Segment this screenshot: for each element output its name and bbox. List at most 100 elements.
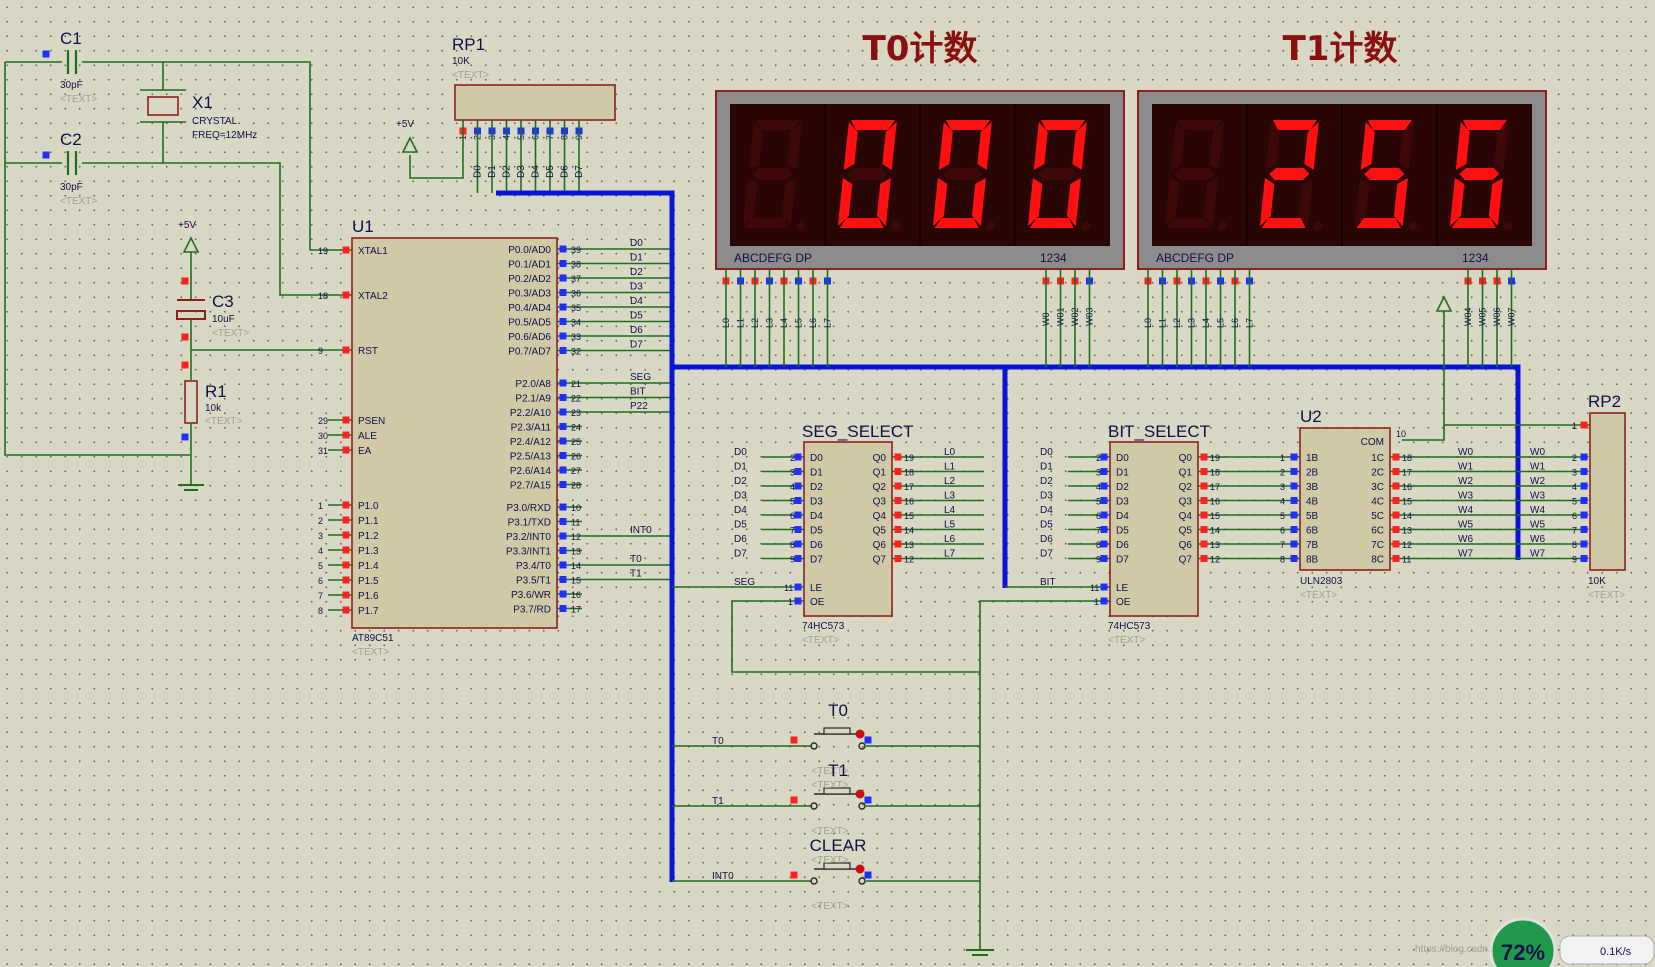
latch-in-net: D5 [1040, 520, 1053, 531]
u1-pin-label: P1.3 [358, 546, 379, 557]
title-t1-count: T1计数 [1283, 29, 1398, 69]
u1-pin-label: P3.7/RD [513, 605, 551, 616]
u1-pin-number: 30 [318, 431, 328, 441]
latch-out-pin [1200, 482, 1208, 490]
segment-e [1027, 178, 1043, 226]
latch-out-net: L7 [944, 549, 956, 560]
latch-in-pin-number: 8 [1096, 540, 1101, 550]
pushbutton-t1-pin-a [790, 796, 798, 804]
rp1-value: 10K [452, 56, 470, 67]
segment-e [1449, 178, 1465, 226]
bit-select-latch-part: 74HC573 [1108, 621, 1151, 632]
display-digit-net: W03 [1085, 307, 1095, 326]
u1-pin-label: P1.1 [358, 516, 379, 527]
rp2-name: RP2 [1588, 392, 1621, 411]
latch-oe-label: OE [1116, 597, 1131, 608]
u2-in-pin-number: 8 [1280, 555, 1285, 565]
pushbutton-clear-cap[interactable] [823, 862, 851, 870]
u1-pin-marker [342, 501, 350, 509]
c2-text-placeholder: <TEXT> [60, 196, 97, 207]
c2-value: 30pF [60, 182, 83, 193]
speed-badge-circle[interactable] [1489, 917, 1557, 967]
u1-at89c51-body[interactable] [351, 237, 558, 629]
r1-body[interactable] [184, 380, 198, 424]
net-label-t1: T1 [630, 569, 642, 580]
latch-in-label: D4 [810, 511, 823, 522]
u1-pin-marker [559, 561, 567, 569]
pushbutton-clear-text-placeholder: <TEXT> [811, 901, 848, 912]
x1-crystal-body[interactable] [147, 96, 179, 116]
latch-in-label: D0 [1116, 453, 1129, 464]
segment-c [876, 178, 891, 226]
u2-uln2803-body[interactable] [1299, 427, 1391, 571]
u1-pin-label: P3.4/T0 [516, 561, 551, 572]
latch-in-label: D1 [810, 468, 823, 479]
wire-rp1-vcc [409, 120, 464, 179]
u1-pin-marker [559, 503, 567, 511]
rp1-text-placeholder: <TEXT> [452, 70, 489, 81]
latch-out-label: Q0 [873, 453, 887, 464]
latch-in-pin-number: 5 [1096, 497, 1101, 507]
latch-out-pin [1200, 511, 1208, 519]
rp2-pin-number: 7 [1572, 526, 1577, 536]
latch-in-net: D2 [1040, 476, 1053, 487]
rp1-name: RP1 [452, 35, 485, 54]
u2-in-pin [1290, 482, 1298, 490]
latch-in-net: D1 [1040, 462, 1053, 473]
segment-c [781, 178, 796, 226]
u1-pin-number: 18 [318, 291, 328, 301]
latch-in-pin [1100, 555, 1108, 562]
u2-in-label: 8B [1306, 555, 1319, 566]
u2-in-label: 1B [1306, 453, 1319, 464]
segment-f [748, 122, 763, 170]
r1-value: 10k [205, 403, 222, 414]
segment-c [1298, 178, 1313, 226]
latch-in-pin-number: 4 [790, 482, 795, 492]
latch-out-pin-number: 17 [904, 482, 914, 492]
pushbutton-t1-cap[interactable] [823, 787, 851, 795]
u2-in-label: 2B [1306, 468, 1319, 479]
latch-out-pin [1200, 555, 1208, 562]
data-bus-horizontal [672, 364, 1521, 560]
seg-select-latch[interactable] [803, 441, 893, 617]
u1-pin-number: 16 [571, 590, 581, 600]
latch-in-pin-number: 2 [790, 453, 795, 463]
u1-pin-number: 33 [571, 332, 581, 342]
rp1-resistor-pack[interactable] [454, 84, 616, 121]
latch-out-pin [894, 555, 902, 562]
rp2-resistor-pack[interactable] [1589, 412, 1626, 571]
segment-d [1261, 218, 1306, 228]
seven-segment-display-t1-digit-2 [1259, 120, 1323, 231]
u1-pin-label: P2.6/A14 [510, 466, 552, 477]
segment-g [1269, 168, 1310, 180]
u1-pin-label: P0.0/AD0 [508, 245, 551, 256]
rp2-pin-marker [1580, 453, 1588, 461]
x1-type: CRYSTAL [192, 116, 238, 127]
segment-e [1354, 178, 1370, 226]
pushbutton-t0-cap[interactable] [823, 727, 851, 735]
speed-badge-pill[interactable] [1559, 935, 1655, 965]
display-seg-net: L1 [1158, 318, 1168, 328]
u1-pin-label: P2.1/A9 [515, 394, 551, 405]
latch-out-pin-number: 17 [1210, 482, 1220, 492]
u1-pin-number: 22 [571, 394, 581, 404]
display-digit-net: W01 [1056, 307, 1066, 326]
u2-out-pin [1392, 453, 1400, 461]
latch-in-label: D5 [1116, 526, 1129, 537]
u1-pin-marker [559, 289, 567, 296]
latch-out-pin [894, 482, 902, 490]
segment-a [946, 120, 990, 130]
bit-select-latch[interactable] [1109, 441, 1199, 617]
rp1-net-label: D0 [473, 165, 484, 178]
u2-out-label: 2C [1371, 468, 1384, 479]
speed-badge[interactable] [1489, 917, 1655, 967]
segment-b [1304, 122, 1319, 170]
latch-in-pin-number: 4 [1096, 482, 1101, 492]
latch-out-label: Q3 [1179, 497, 1193, 508]
watermark-text: https://blog.csdn.net/... [1415, 944, 1516, 955]
u2-out-pin [1392, 555, 1400, 562]
latch-out-label: Q5 [873, 526, 887, 537]
c3-name: C3 [212, 292, 234, 311]
latch-in-pin-number: 7 [1096, 526, 1101, 536]
